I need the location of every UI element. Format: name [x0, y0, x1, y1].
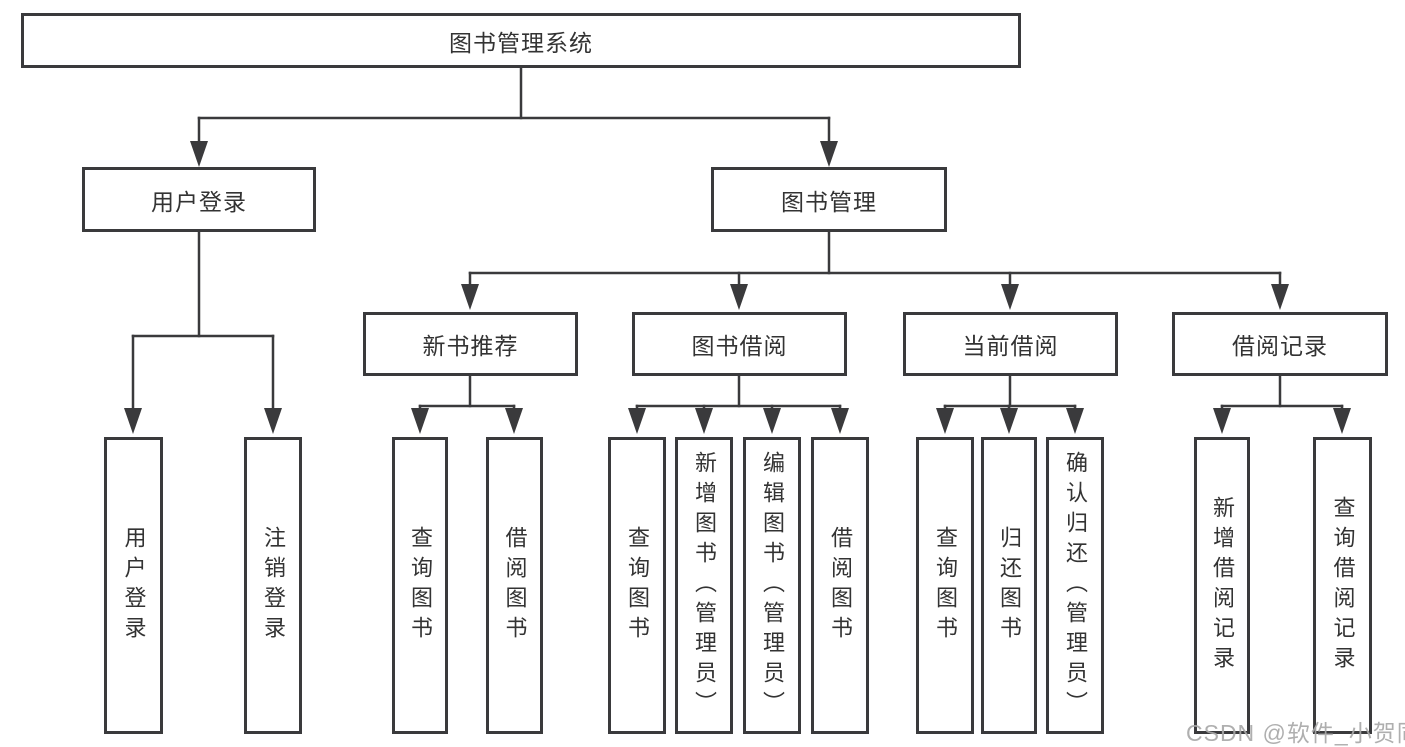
- node-user-login: 用户登录: [82, 167, 316, 232]
- node-borrowing-records: 借阅记录: [1172, 312, 1388, 376]
- leaf-label: 查询图书: [408, 525, 433, 646]
- node-book-management: 图书管理: [711, 167, 947, 232]
- leaf-return-book: 归还图书: [981, 437, 1037, 734]
- leaf-borrow-books-borrow: 借阅图书: [811, 437, 869, 734]
- leaf-query-books-newbook: 查询图书: [392, 437, 448, 734]
- leaf-label: 注销登录: [261, 525, 286, 646]
- leaf-label: 新增图书（管理员）: [692, 450, 717, 721]
- leaf-label: 查询借阅记录: [1330, 495, 1356, 676]
- csdn-watermark: CSDN @软件_小贺同学: [1186, 720, 1405, 746]
- leaf-logout: 注销登录: [244, 437, 302, 734]
- leaf-edit-book-admin: 编辑图书（管理员）: [743, 437, 801, 734]
- node-root-system: 图书管理系统: [21, 13, 1021, 68]
- leaf-label: 借阅图书: [502, 525, 528, 646]
- leaf-query-books-borrow: 查询图书: [608, 437, 666, 734]
- leaf-add-book-admin: 新增图书（管理员）: [675, 437, 733, 734]
- leaf-query-books-current: 查询图书: [916, 437, 974, 734]
- node-current-borrowing: 当前借阅: [903, 312, 1118, 376]
- leaf-add-borrow-record: 新增借阅记录: [1194, 437, 1250, 734]
- leaf-user-login: 用户登录: [104, 437, 163, 734]
- leaf-confirm-return-admin: 确认归还（管理员）: [1046, 437, 1104, 734]
- leaf-borrow-books-newbook: 借阅图书: [486, 437, 543, 734]
- node-new-book-recommend: 新书推荐: [363, 312, 578, 376]
- leaf-label: 借阅图书: [828, 525, 853, 646]
- leaf-label: 查询图书: [933, 525, 958, 646]
- leaf-label: 确认归还（管理员）: [1063, 450, 1088, 721]
- leaf-label: 归还图书: [997, 525, 1022, 646]
- leaf-query-borrow-record: 查询借阅记录: [1313, 437, 1372, 734]
- leaf-label: 编辑图书（管理员）: [760, 450, 785, 721]
- leaf-label: 新增借阅记录: [1210, 495, 1235, 676]
- leaf-label: 用户登录: [121, 525, 147, 646]
- node-book-borrowing: 图书借阅: [632, 312, 847, 376]
- leaf-label: 查询图书: [625, 525, 650, 646]
